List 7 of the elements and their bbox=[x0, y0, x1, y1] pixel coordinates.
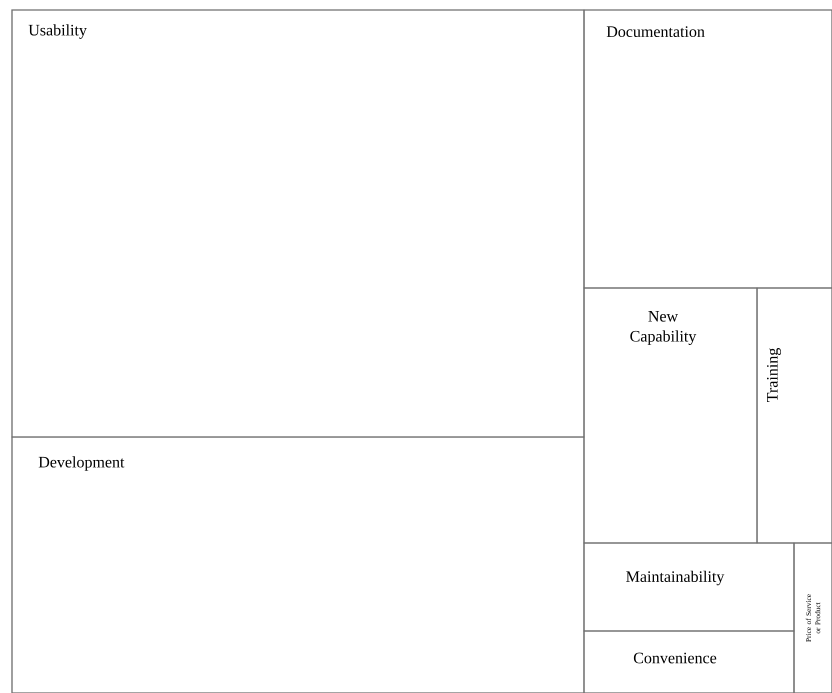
treemap-cell: Maintainability bbox=[583, 542, 795, 632]
treemap-cell: Development bbox=[11, 436, 585, 693]
treemap-cell: New Capability bbox=[583, 287, 758, 544]
treemap-cell: Convenience bbox=[583, 630, 795, 693]
treemap-cell: Documentation bbox=[583, 9, 832, 289]
treemap-cell: Training bbox=[756, 287, 832, 544]
treemap-cell: Usability bbox=[11, 9, 585, 438]
